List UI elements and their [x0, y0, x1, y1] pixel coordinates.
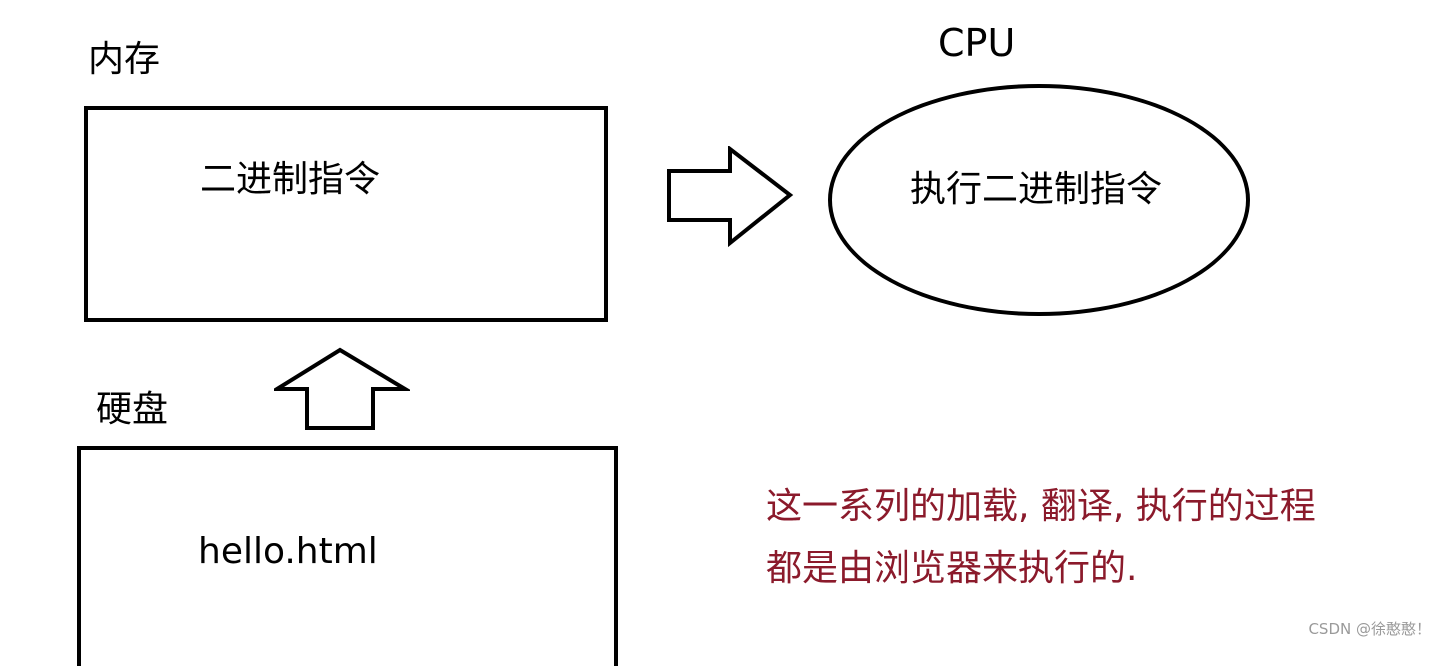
memory-box	[84, 106, 608, 322]
memory-label: 内存	[88, 39, 161, 80]
watermark: CSDN @徐憨憨！	[1308, 620, 1431, 638]
note-line-2: 都是由浏览器来执行的.	[766, 548, 1138, 589]
disk-content: hello.html	[198, 531, 378, 572]
cpu-label: CPU	[938, 21, 1016, 65]
cpu-content: 执行二进制指令	[910, 169, 1163, 210]
disk-box	[77, 446, 618, 666]
memory-content: 二进制指令	[200, 159, 381, 200]
arrow-up-icon	[274, 347, 410, 430]
arrow-right-icon	[667, 146, 794, 248]
cpu-ellipse	[828, 84, 1250, 316]
note-line-1: 这一系列的加载, 翻译, 执行的过程	[766, 486, 1316, 527]
note-text: 这一系列的加载, 翻译, 执行的过程 都是由浏览器来执行的.	[766, 476, 1316, 600]
disk-label: 硬盘	[96, 389, 169, 430]
